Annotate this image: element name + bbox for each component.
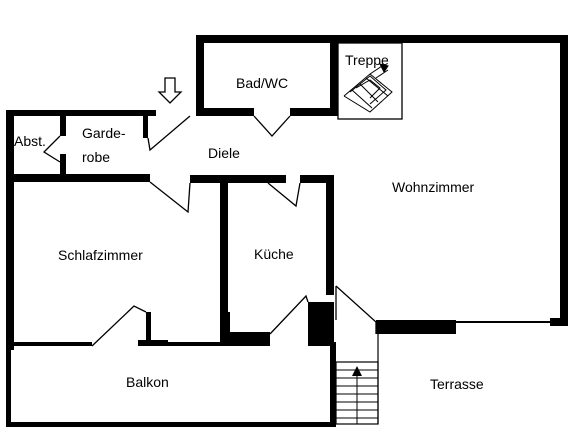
outer-walls: [6, 35, 568, 427]
staircase-up-arrow-icon: [335, 334, 379, 425]
windows: [14, 321, 560, 345]
label-terrasse: Terrasse: [430, 376, 484, 392]
label-bad-wc: Bad/WC: [236, 75, 288, 91]
doors: [42, 115, 377, 347]
door-bad: [253, 115, 291, 137]
door-schlafzimmer: [149, 181, 191, 214]
door-entrance: [147, 115, 191, 152]
door-balkon-kueche: [269, 294, 309, 335]
door-abst: [42, 135, 61, 163]
door-terrasse: [335, 285, 377, 334]
label-wohnzimmer: Wohnzimmer: [392, 179, 475, 195]
label-schlafzimmer: Schlafzimmer: [58, 247, 143, 263]
room-labels: Abst. Garde- robe Diele Bad/WC Treppe Wo…: [14, 52, 484, 392]
label-garderobe-2: robe: [82, 149, 110, 165]
label-kueche: Küche: [254, 246, 294, 262]
label-balkon: Balkon: [126, 374, 169, 390]
label-garderobe-1: Garde-: [82, 125, 126, 141]
door-balkon-schlaf: [91, 305, 147, 347]
label-treppe: Treppe: [345, 52, 389, 68]
door-kueche: [267, 182, 301, 208]
label-diele: Diele: [208, 145, 240, 161]
staircase-icon: [337, 42, 403, 120]
label-abst: Abst.: [14, 133, 46, 149]
down-arrow-icon: [157, 77, 183, 104]
